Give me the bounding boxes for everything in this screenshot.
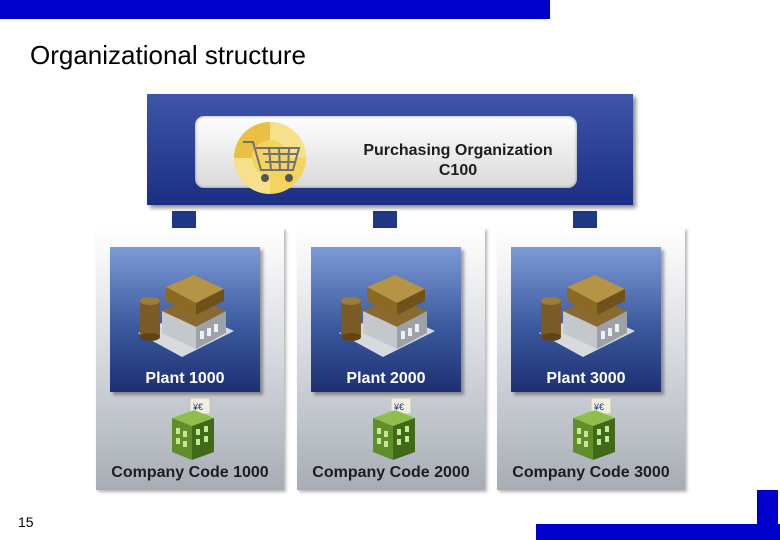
plant-column: Plant 3000 ¥€ Company Code 3000	[497, 228, 685, 490]
plant-box: Plant 2000	[311, 247, 461, 392]
purchasing-organization-label: Purchasing Organization C100	[355, 141, 561, 181]
company-building-icon: ¥€	[573, 398, 615, 460]
factory-icon	[339, 275, 435, 357]
page-title: Organizational structure	[30, 40, 307, 70]
purchasing-organization-panel: Purchasing Organization C100	[195, 116, 577, 194]
company-code-label: Company Code 3000	[512, 464, 670, 481]
company-code-label: Company Code 1000	[111, 464, 269, 481]
svg-text:¥€: ¥€	[192, 402, 203, 412]
plant-label: Plant 2000	[346, 370, 426, 387]
page-number: 15	[18, 514, 34, 530]
svg-text:¥€: ¥€	[393, 402, 404, 412]
plant-label: Plant 1000	[145, 370, 225, 387]
company-code-label: Company Code 2000	[312, 464, 470, 481]
company-building-icon: ¥€	[172, 398, 214, 460]
bottom-accent-bar	[536, 524, 780, 540]
svg-text:¥€: ¥€	[593, 402, 604, 412]
purchasing-organization-code: C100	[438, 162, 478, 179]
top-accent-bar	[0, 0, 550, 19]
plant-column: Plant 2000 ¥€ Company Code 2000	[297, 228, 485, 490]
company-building-icon: ¥€	[373, 398, 415, 460]
factory-icon	[539, 275, 635, 357]
plant-column: Plant 1000 ¥€ Company Code 1000	[96, 228, 284, 490]
purchasing-organization-name: Purchasing Organization	[363, 142, 553, 159]
plant-box: Plant 3000	[511, 247, 661, 392]
plant-box: Plant 1000	[110, 247, 260, 392]
shopping-cart-icon	[234, 122, 306, 194]
purchasing-organization-box: Purchasing Organization C100	[147, 94, 633, 205]
factory-icon	[138, 275, 234, 357]
plant-label: Plant 3000	[546, 370, 626, 387]
bottom-accent-tab	[757, 490, 778, 525]
